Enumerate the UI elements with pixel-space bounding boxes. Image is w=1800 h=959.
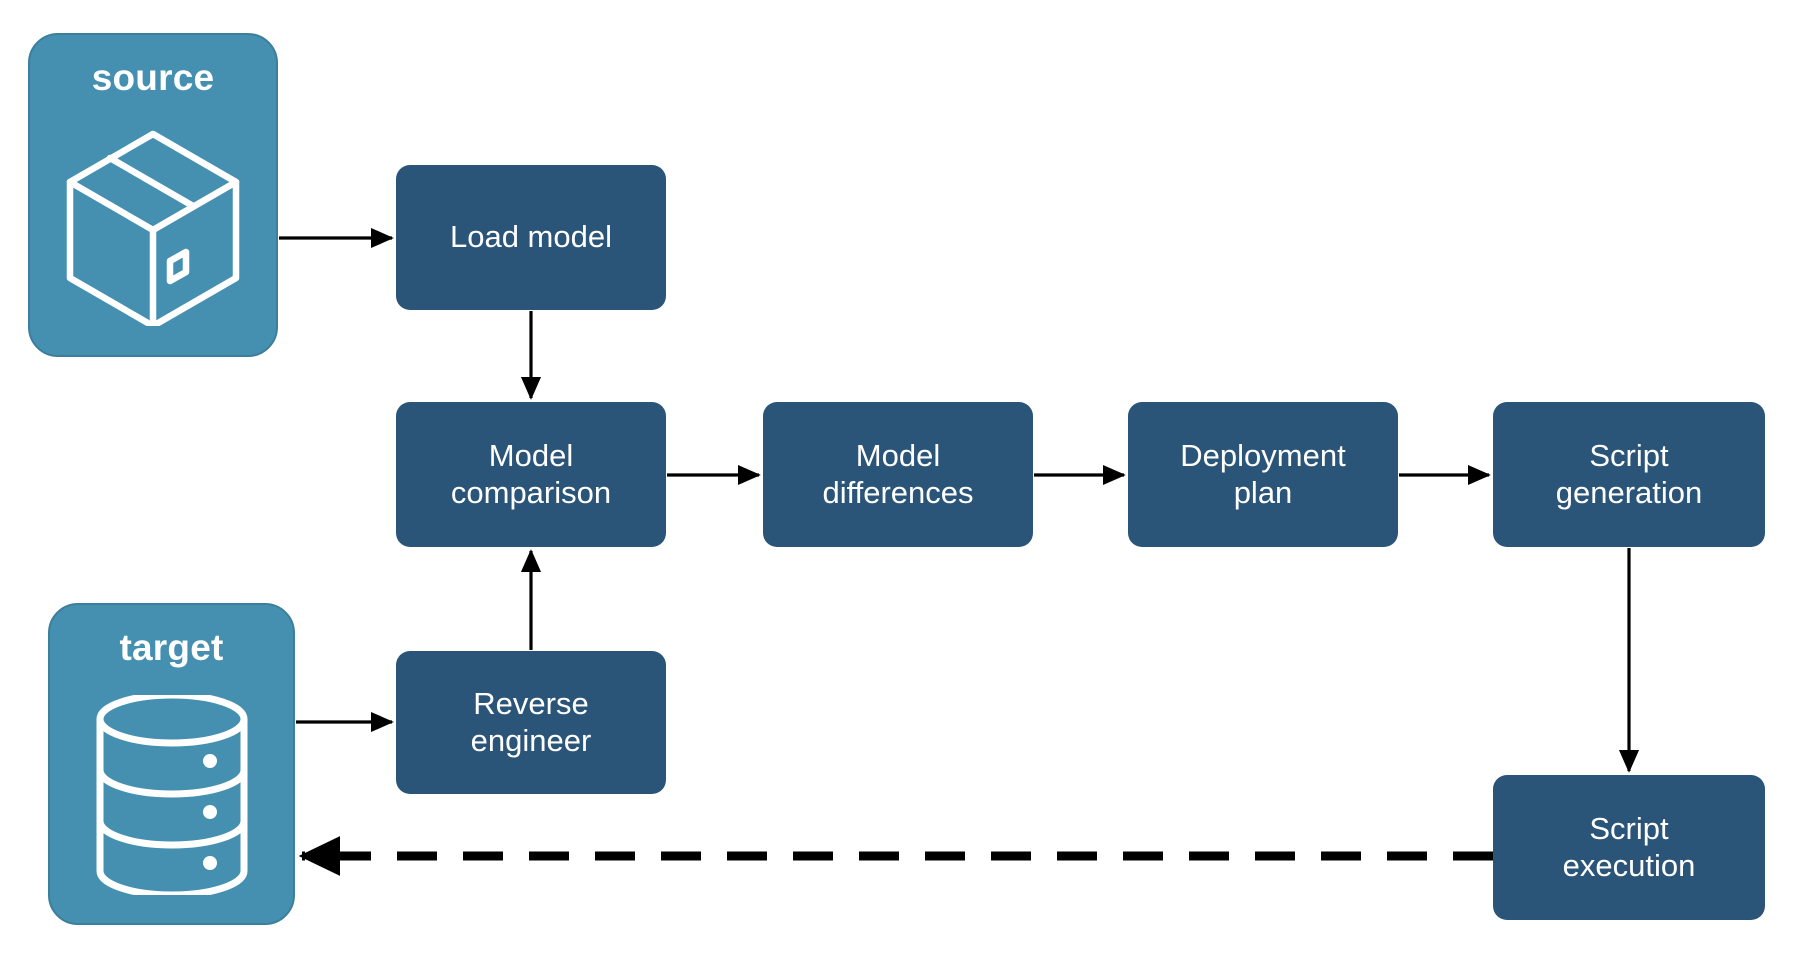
process-node-model-differences[interactable]: Model differences: [763, 402, 1033, 547]
process-node-script-generation[interactable]: Script generation: [1493, 402, 1765, 547]
endpoint-node-target[interactable]: target: [48, 603, 295, 925]
target-label: target: [119, 627, 224, 668]
process-label-deployment-plan: Deployment plan: [1180, 437, 1346, 510]
process-node-load-model[interactable]: Load model: [396, 165, 666, 310]
process-label-model-differences: Model differences: [822, 437, 974, 510]
process-label-reverse-engineer: Reverse engineer: [470, 685, 592, 758]
process-node-reverse-engineer[interactable]: Reverse engineer: [396, 651, 666, 794]
process-label-load-model: Load model: [449, 219, 612, 255]
endpoint-node-source[interactable]: source: [28, 33, 278, 357]
package-box-icon: [30, 96, 276, 355]
source-label: source: [91, 57, 215, 98]
process-label-script-execution: Script execution: [1562, 810, 1696, 883]
process-node-script-execution[interactable]: Script execution: [1493, 775, 1765, 920]
process-node-deployment-plan[interactable]: Deployment plan: [1128, 402, 1398, 547]
database-cylinder-icon: [50, 666, 293, 923]
process-label-model-comparison: Model comparison: [450, 437, 612, 510]
process-label-script-generation: Script generation: [1555, 437, 1703, 510]
process-node-model-comparison[interactable]: Model comparison: [396, 402, 666, 547]
